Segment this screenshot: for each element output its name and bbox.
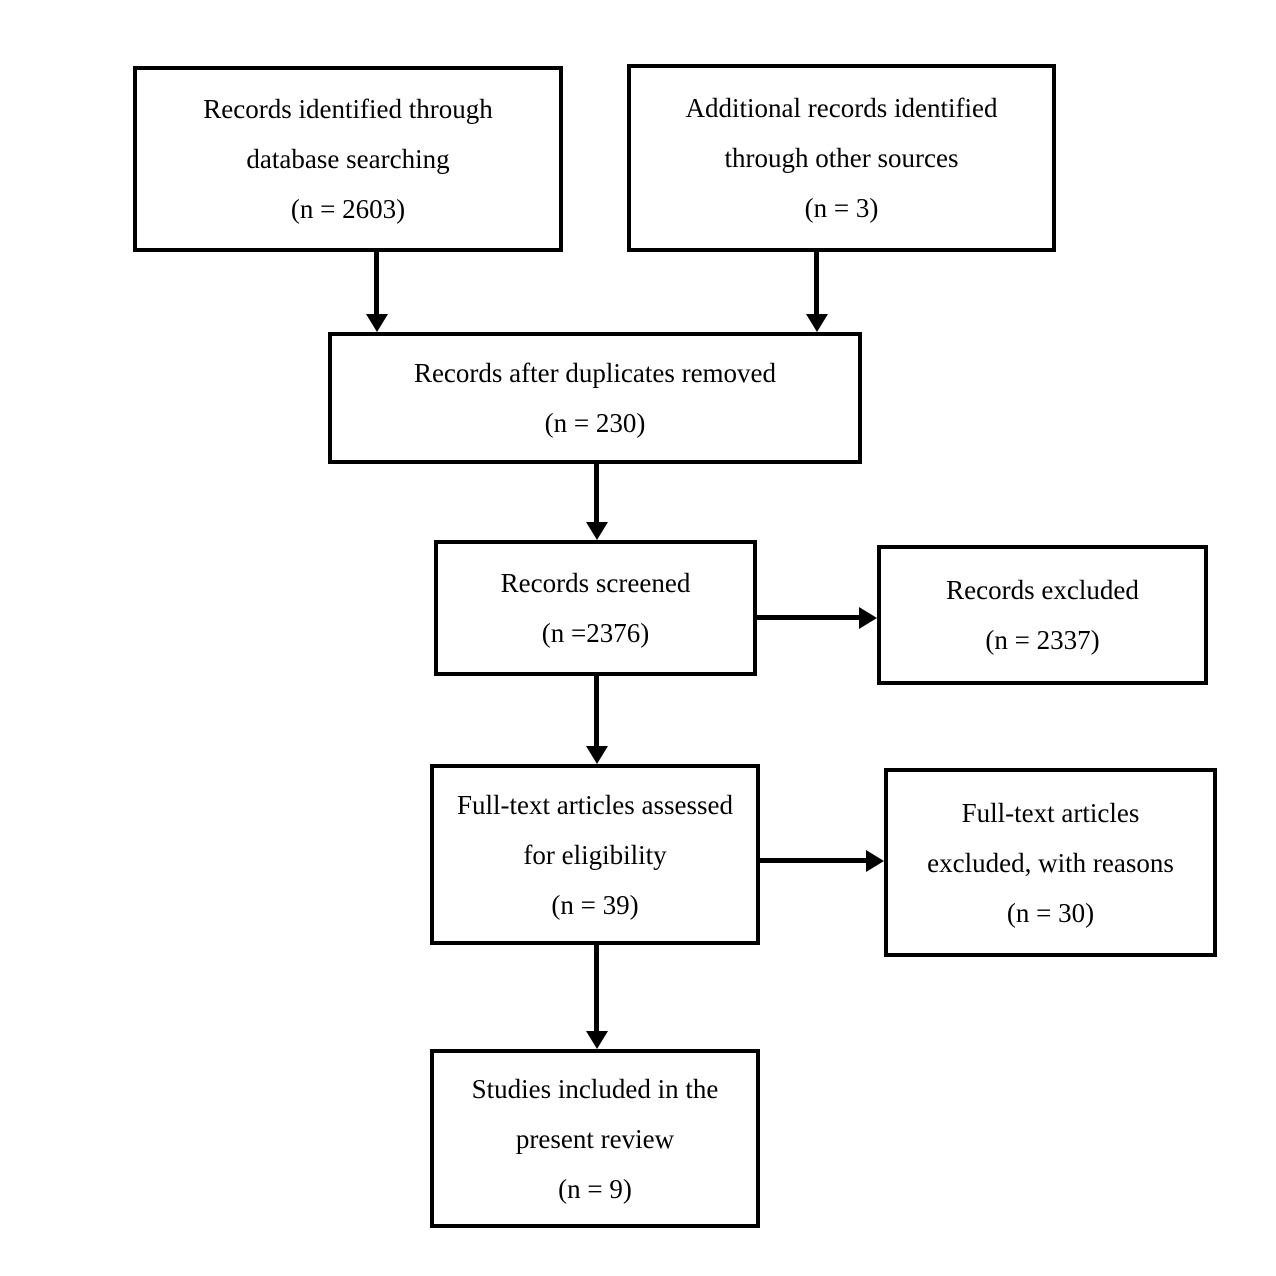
arrow-fulltext-to-fulltext-excluded-icon [760, 858, 866, 863]
box-text-line: Records after duplicates removed [413, 358, 777, 388]
box-text-line: Additional records identified [685, 93, 998, 123]
box-records-screened: Records screened (n =2376) [434, 540, 757, 676]
box-text-line: (n = 2337) [985, 625, 1100, 655]
box-text-line: (n = 2603) [290, 194, 406, 224]
box-fulltext-excluded: Full-text articles excluded, with reason… [884, 768, 1217, 957]
arrow-screened-to-excluded-icon [757, 615, 859, 620]
box-text-line: (n = 39) [551, 889, 639, 920]
box-text-line: Records excluded [946, 575, 1139, 605]
box-records-after-duplicates: Records after duplicates removed (n = 23… [328, 332, 862, 464]
arrow-database-to-duplicates-icon [374, 252, 379, 314]
box-studies-included: Studies included in the present review (… [430, 1049, 760, 1228]
box-text-line: Records screened [500, 568, 691, 598]
arrow-other-sources-to-duplicates-icon [814, 252, 819, 314]
arrow-fulltext-to-included-icon [594, 945, 599, 1031]
box-fulltext-assessed: Full-text articles assessed for eligibil… [430, 764, 760, 945]
box-records-identified-database: Records identified through database sear… [133, 66, 563, 252]
box-records-excluded: Records excluded (n = 2337) [877, 545, 1208, 685]
box-text-line: Full-text articles assessed [457, 789, 733, 820]
box-text-line: (n =2376) [541, 618, 650, 648]
box-text-line: (n = 9) [558, 1173, 632, 1204]
box-text-line: present review [515, 1123, 675, 1154]
box-text-line: through other sources [724, 143, 959, 173]
arrow-screened-to-fulltext-icon [594, 676, 599, 746]
box-additional-records-other-sources: Additional records identified through ot… [627, 64, 1056, 252]
box-text-line: (n = 230) [544, 408, 646, 438]
box-text-line: for eligibility [523, 839, 667, 870]
box-text-line: excluded, with reasons [927, 847, 1174, 878]
box-text-line: Full-text articles [961, 797, 1140, 828]
box-text-line: (n = 30) [1006, 897, 1095, 928]
box-text-line: (n = 3) [804, 193, 879, 223]
box-text-line: Studies included in the [471, 1073, 719, 1104]
box-text-line: database searching [246, 144, 450, 174]
box-text-line: Records identified through [203, 94, 493, 124]
arrow-duplicates-to-screened-icon [594, 464, 599, 522]
